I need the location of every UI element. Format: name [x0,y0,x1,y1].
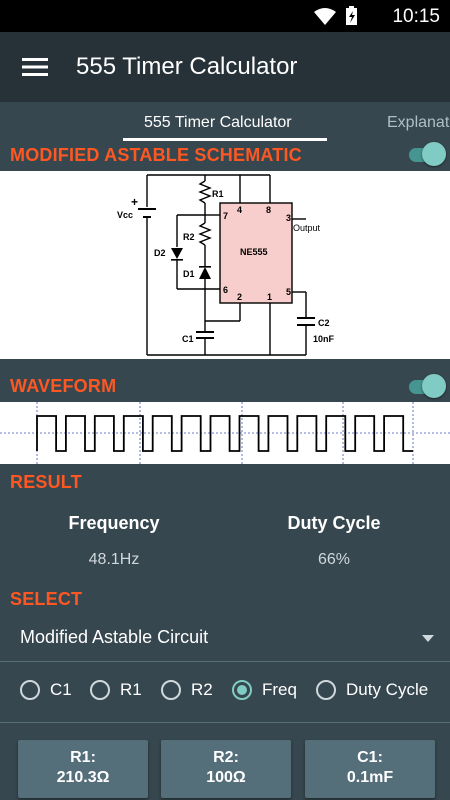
circuit-select-value: Modified Astable Circuit [20,627,209,647]
tab-indicator [123,138,327,141]
radio-circle-icon [20,680,40,700]
vcc-label: Vcc [117,210,133,220]
status-bar: 10:15 [0,0,450,32]
schematic-diagram: 4 8 7 3 6 5 2 1 NE555 R1 R2 D2 D1 C1 C2 … [0,171,450,359]
frequency-label: Frequency [68,513,160,533]
duty-cycle-value: 66% [317,551,351,568]
radio-label: C1 [50,680,72,699]
radio-label: R2 [191,680,213,699]
result-title: RESULT [10,472,82,492]
toggle-thumb [422,142,446,166]
select-title: SELECT [10,589,83,609]
r1-value-button[interactable]: R1: 210.3Ω [18,740,148,798]
pin-8-label: 8 [266,205,271,215]
dropdown-arrow-icon [422,635,434,642]
waveform-signal [36,415,413,452]
c1-value-button[interactable]: C1: 0.1mF [305,740,435,798]
d1-label: D1 [183,269,195,279]
wifi-icon [314,8,336,25]
c2-value-label: 10nF [313,334,335,344]
status-icons [314,6,357,25]
button-value: 210.3Ω [56,769,110,786]
chip-label: NE555 [240,247,268,257]
button-value: 100Ω [206,769,246,786]
solve-for-radio-group: C1 R1 R2 Freq Duty Cycle [0,662,450,723]
schematic-symbols [138,208,315,339]
tab-explanation[interactable]: Explanat [387,114,450,131]
c2-label: C2 [318,318,330,328]
pin-3-label: 3 [286,213,291,223]
radio-circle-icon [90,680,110,700]
ne555-chip [219,202,293,304]
pin-4-label: 4 [237,205,242,215]
r1-label: R1 [212,189,224,199]
button-name: R1: [70,749,96,766]
pin-6-label: 6 [223,285,228,295]
pin-5-label: 5 [286,287,291,297]
d2-label: D2 [154,248,166,258]
toggle-thumb [422,374,446,398]
waveform-title: WAVEFORM [10,376,117,396]
output-label: Output [293,223,321,233]
r2-value-button[interactable]: R2: 100Ω [161,740,291,798]
radio-circle-icon [316,680,336,700]
circuit-select[interactable]: Modified Astable Circuit [0,615,450,662]
button-value: 0.1mF [346,769,394,786]
tab-bar: 555 Timer Calculator Explanat [0,102,450,142]
radio-circle-icon [161,680,181,700]
schematic-toggle[interactable] [406,141,446,167]
button-name: R2: [213,749,239,766]
button-name: C1: [357,749,383,766]
pin-2-label: 2 [237,292,242,302]
battery-icon [346,6,357,25]
radio-label: Freq [262,680,297,699]
c1-label: C1 [182,334,194,344]
app-title: 555 Timer Calculator [76,53,298,80]
r2-label: R2 [183,232,195,242]
waveform-gridlines [0,402,450,464]
waveform-toggle[interactable] [406,373,446,399]
waveform-plot [0,402,450,464]
schematic-title: MODIFIED ASTABLE SCHEMATIC [10,145,302,165]
app-bar: 555 Timer Calculator [0,32,450,102]
duty-cycle-label: Duty Cycle [287,513,381,533]
tab-calculator[interactable]: 555 Timer Calculator [144,114,292,131]
menu-icon[interactable] [22,57,48,77]
radio-circle-icon [232,680,252,700]
pin-7-label: 7 [223,211,228,221]
radio-label: R1 [120,680,142,699]
status-time: 10:15 [392,6,440,27]
schematic-wires [146,174,307,356]
frequency-value: 48.1Hz [88,551,140,568]
vcc-plus-label: + [131,195,138,209]
pin-1-label: 1 [267,292,272,302]
radio-label: Duty Cycle [346,680,429,699]
